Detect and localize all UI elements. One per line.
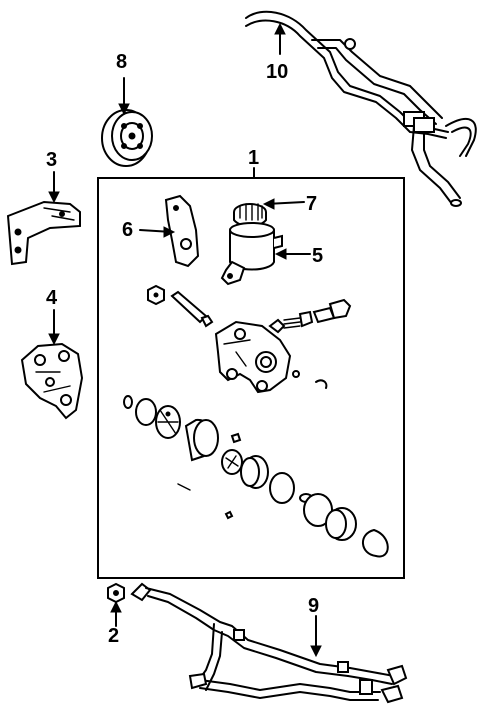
leader-arrow-2 bbox=[110, 600, 122, 613]
callout-5: 5 bbox=[312, 245, 323, 267]
callout-2: 2 bbox=[108, 625, 119, 647]
reservoir-part-5 bbox=[220, 222, 283, 286]
leader-arrow-7 bbox=[262, 198, 275, 210]
callout-10: 10 bbox=[266, 61, 288, 83]
callout-1: 1 bbox=[248, 147, 259, 169]
pump-assembly-frame bbox=[97, 177, 405, 579]
leader-arrow-9 bbox=[310, 645, 322, 658]
callout-3: 3 bbox=[46, 149, 57, 171]
pulley-part-8 bbox=[101, 109, 153, 167]
pump-internal-parts bbox=[123, 284, 389, 558]
callout-4: 4 bbox=[46, 287, 58, 309]
callout-9: 9 bbox=[308, 595, 319, 617]
leader-arrow-8 bbox=[118, 103, 130, 116]
leader-arrow-6 bbox=[163, 226, 176, 238]
bracket-part-6 bbox=[164, 194, 200, 268]
bracket-part-3 bbox=[6, 200, 81, 266]
leader-arrow-10 bbox=[274, 22, 286, 35]
pressure-hose-part-9 bbox=[130, 582, 408, 704]
return-hose-part-10 bbox=[245, 10, 477, 207]
callout-8: 8 bbox=[116, 51, 127, 73]
callout-7: 7 bbox=[306, 193, 317, 215]
callout-6: 6 bbox=[122, 219, 133, 241]
nut-part-2 bbox=[107, 582, 125, 604]
leader-arrow-4 bbox=[48, 333, 60, 346]
leader-arrow-3 bbox=[48, 191, 60, 204]
pump-bracket-part-4 bbox=[20, 342, 84, 420]
leader-arrow-5 bbox=[274, 248, 287, 260]
